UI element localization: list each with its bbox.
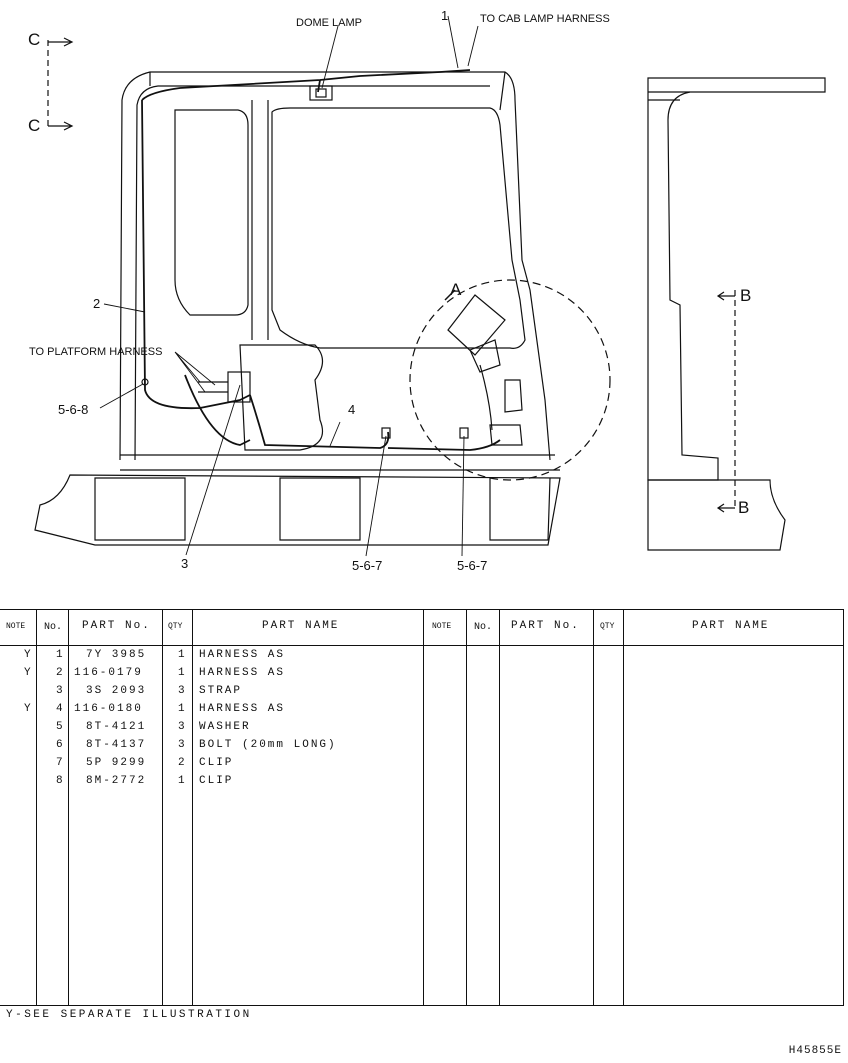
header-part-no: PART No.	[82, 620, 151, 632]
door-window	[271, 107, 526, 349]
ref-5-6-7-callout-right: 5-6-7	[457, 558, 488, 573]
dome-lamp-label: DOME LAMP	[296, 17, 363, 29]
detail-circle-a	[409, 279, 611, 481]
harness-4	[249, 394, 390, 449]
header-qty-right: QTY	[600, 622, 615, 631]
section-b-top-label: B	[740, 286, 752, 305]
header-no-right: No.	[474, 622, 493, 633]
to-cab-lamp-harness-label: TO CAB LAMP HARNESS	[480, 13, 610, 25]
footnote: Y-SEE SEPARATE ILLUSTRATION	[6, 1009, 252, 1021]
dome-lamp	[309, 85, 333, 101]
section-c-bottom-label: C	[28, 116, 41, 135]
left-window	[174, 109, 249, 316]
header-note-right: NOTE	[432, 622, 452, 631]
chassis	[34, 474, 561, 546]
side-view	[647, 77, 826, 481]
view-a-label: A	[450, 280, 462, 299]
header-qty: QTY	[168, 622, 183, 631]
connector-block	[227, 371, 251, 403]
cab-harness-illustration	[34, 15, 826, 557]
harness-2	[141, 99, 251, 410]
header-part-no-right: PART No.	[511, 620, 580, 632]
header-part-name: PART NAME	[262, 620, 340, 632]
seat-block	[239, 344, 324, 451]
section-b-bottom-label: B	[738, 498, 750, 517]
item-1-callout: 1	[441, 8, 449, 23]
header-note: NOTE	[6, 622, 26, 631]
item-2-callout: 2	[93, 296, 101, 311]
section-c-top-label: C	[28, 30, 41, 49]
item-4-callout: 4	[348, 402, 356, 417]
ref-5-6-7-callout-left: 5-6-7	[352, 558, 383, 573]
ref-5-6-8-callout: 5-6-8	[58, 402, 89, 417]
cab-outline	[119, 71, 551, 461]
header-no: No.	[44, 622, 63, 633]
drawing-number: H45855E	[788, 1045, 842, 1057]
header-part-name-right: PART NAME	[692, 620, 770, 632]
item-3-callout: 3	[181, 556, 189, 571]
parts-list-table: NOTE No. PART No. QTY PART NAME NOTE No.…	[0, 609, 844, 1006]
to-platform-harness-label: TO PLATFORM HARNESS	[29, 346, 163, 358]
